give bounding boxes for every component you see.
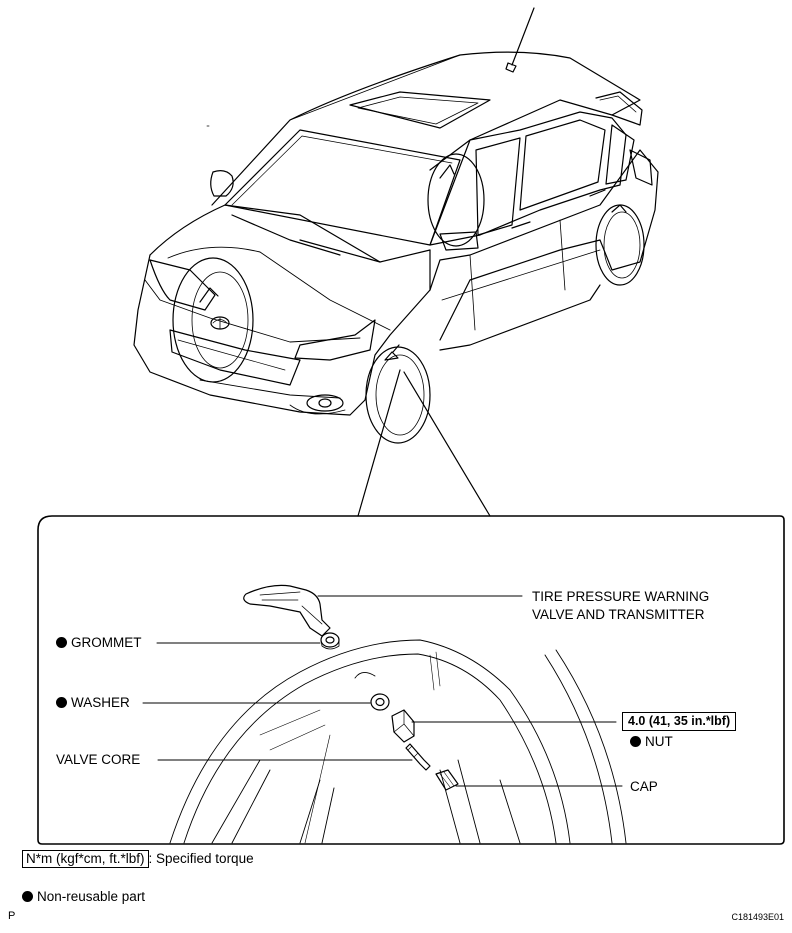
washer-label: WASHER [56,695,130,711]
valve-core-part [405,743,431,771]
torque-spec-box: 4.0 (41, 35 in.*lbf) [622,712,737,731]
non-reusable-icon [630,736,641,747]
footer-left-mark: P [8,910,16,922]
non-reusable-icon [56,637,67,648]
grommet-label-text: GROMMET [71,635,142,650]
washer-part [370,693,390,711]
grommet-label: GROMMET [56,635,142,651]
figure-code: C181493E01 [731,912,784,922]
nut-label-text: NUT [645,734,673,749]
nut-label: NUT [630,734,673,750]
valve-core-label: VALVE CORE [56,752,141,767]
transmitter-label-line1: TIRE PRESSURE WARNING [532,589,710,604]
legend-torque-text: : Specified torque [148,851,254,866]
transmitter-part [243,584,331,637]
cap-label: CAP [630,779,658,794]
car-illustration [133,7,659,444]
detail-frame [37,515,785,845]
transmitter-label-line2: VALVE AND TRANSMITTER [532,607,705,622]
legend-nonreusable-text: Non-reusable part [37,889,146,904]
nut-part [391,709,415,743]
legend-torque: N*m (kgf*cm, ft.*lbf): Specified torque [22,850,254,868]
washer-label-text: WASHER [71,695,130,710]
legend-torque-unit: N*m (kgf*cm, ft.*lbf) [22,850,149,868]
cap-part [435,769,459,791]
callout-line [357,369,491,517]
grommet-part [320,632,340,650]
non-reusable-icon [56,697,67,708]
legend-nonreusable: Non-reusable part [22,889,145,905]
non-reusable-icon [22,891,33,902]
